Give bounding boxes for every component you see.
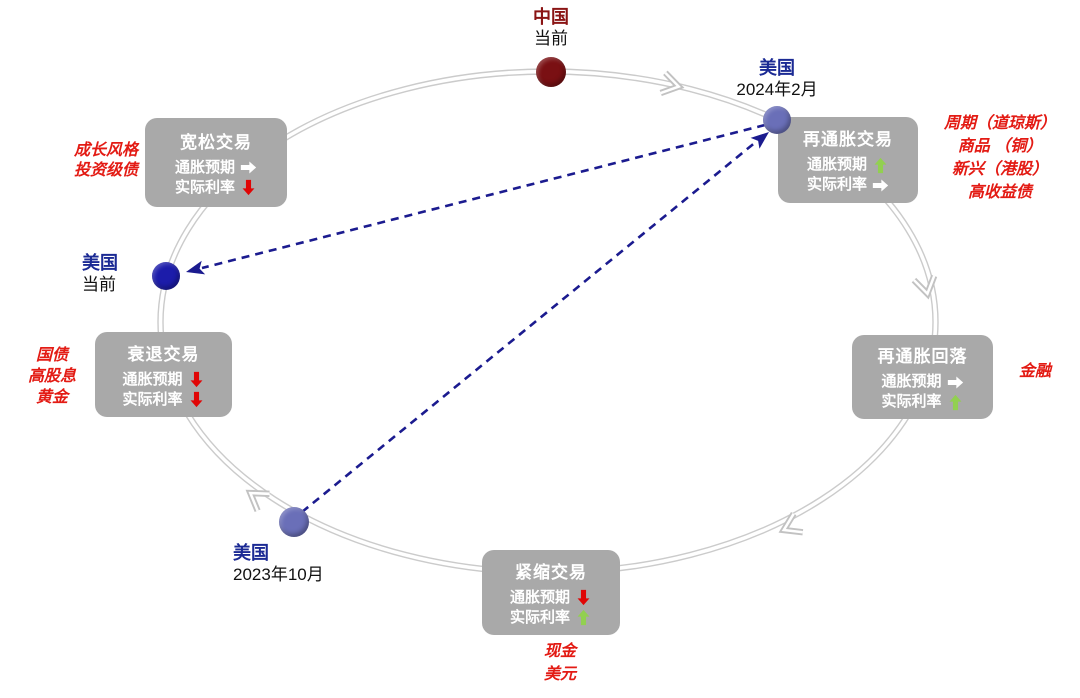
cycle-chevron-top-icon [659,70,685,96]
inflation-expectation-row: 通胀预期 [881,372,963,392]
row-label: 实际利率 [881,393,942,410]
cycle-dot-us-2024-02 [763,106,791,134]
asset-line: 国债 [35,347,68,364]
node-time: 当前 [82,275,116,294]
inflation-expectation-row: 通胀预期 [807,155,889,175]
node-label-us-current: 美国 当前 [82,252,172,296]
node-country: 美国 [759,58,795,78]
arrow-right-icon [947,374,964,391]
asset-line: 美元 [543,666,576,683]
cycle-chevron-bottom-right-icon [778,512,804,536]
transition-arrow-2023oct-to-2024feb [301,132,769,514]
real-rate-row: 实际利率 [122,390,204,410]
arrow-down-icon [240,179,257,196]
real-rate-row: 实际利率 [510,608,592,628]
trade-box-title: 宽松交易 [180,132,252,152]
row-label: 通胀预期 [509,588,570,606]
asset-line: 新兴（港股） [951,161,1048,178]
asset-line: 投资级债 [73,162,138,179]
row-label: 实际利率 [806,176,867,193]
cycle-dot-us-2023-10 [279,507,309,537]
node-country: 美国 [82,253,118,273]
row-label: 实际利率 [509,608,570,626]
asset-label-reflation-fade: 金融 [1005,362,1065,382]
arrow-down-icon [575,589,592,606]
asset-label-tightening: 现金 美元 [505,640,615,686]
row-label: 通胀预期 [881,373,942,390]
node-time: 当前 [534,29,568,48]
asset-label-reflation: 周期（道琼斯） 商品 （铜） 新兴（港股） 高收益债 [920,112,1080,204]
row-label: 实际利率 [122,390,183,408]
arrow-down-icon [188,371,205,388]
trade-box-easing: 宽松交易 通胀预期 实际利率 [145,118,287,207]
trade-box-title: 再通胀交易 [803,130,893,149]
trade-box-title: 再通胀回落 [877,347,968,366]
row-label: 通胀预期 [806,156,867,173]
cycle-dot-us-current [152,262,180,290]
cycle-chevron-bottom-left-icon [245,489,270,512]
arrow-down-icon [188,391,205,408]
real-rate-row: 实际利率 [175,178,257,198]
trade-box-title: 衰退交易 [127,344,200,364]
node-label-us-2023-10: 美国 2023年10月 [233,542,363,586]
arrowhead-icon [186,260,206,275]
node-time: 2024年2月 [736,80,818,99]
inflation-expectation-row: 通胀预期 [175,158,257,178]
trade-box-reflation-fade: 再通胀回落 通胀预期 实际利率 [852,335,993,419]
arrow-up-icon [575,609,592,626]
inflation-expectation-row: 通胀预期 [122,370,204,390]
cycle-dot-china-current [536,57,566,87]
asset-label-easing: 成长风格 投资级债 [18,141,138,181]
inflation-expectation-row: 通胀预期 [510,588,592,608]
node-country: 中国 [533,7,569,27]
asset-line: 高股息 [27,368,76,385]
node-country: 美国 [233,543,269,563]
arrow-right-icon [872,177,889,194]
asset-line: 商品 （铜） [957,138,1043,155]
arrow-up-icon [947,394,964,411]
trade-box-tightening: 紧缩交易 通胀预期 实际利率 [482,550,620,635]
asset-label-recession: 国债 高股息 黄金 [10,345,94,408]
asset-line: 现金 [543,643,576,660]
real-rate-row: 实际利率 [881,392,963,412]
node-label-us-2024-02: 美国 2024年2月 [697,57,857,101]
arrow-right-icon [240,159,257,176]
asset-line: 金融 [1018,363,1051,380]
asset-line: 成长风格 [73,142,138,159]
node-label-china-current: 中国 当前 [491,6,611,50]
trade-box-recession: 衰退交易 通胀预期 实际利率 [95,332,232,417]
asset-line: 周期（道琼斯） [943,115,1056,132]
row-label: 通胀预期 [174,158,235,176]
row-label: 通胀预期 [122,370,183,388]
cycle-chevron-right-icon [911,274,938,300]
node-time: 2023年10月 [233,565,324,584]
real-rate-row: 实际利率 [807,175,889,195]
trade-box-reflation: 再通胀交易 通胀预期 实际利率 [778,117,918,203]
asset-line: 黄金 [35,389,68,406]
trade-box-title: 紧缩交易 [515,562,587,582]
arrow-up-icon [872,157,889,174]
row-label: 实际利率 [174,178,235,196]
asset-line: 高收益债 [967,184,1032,201]
